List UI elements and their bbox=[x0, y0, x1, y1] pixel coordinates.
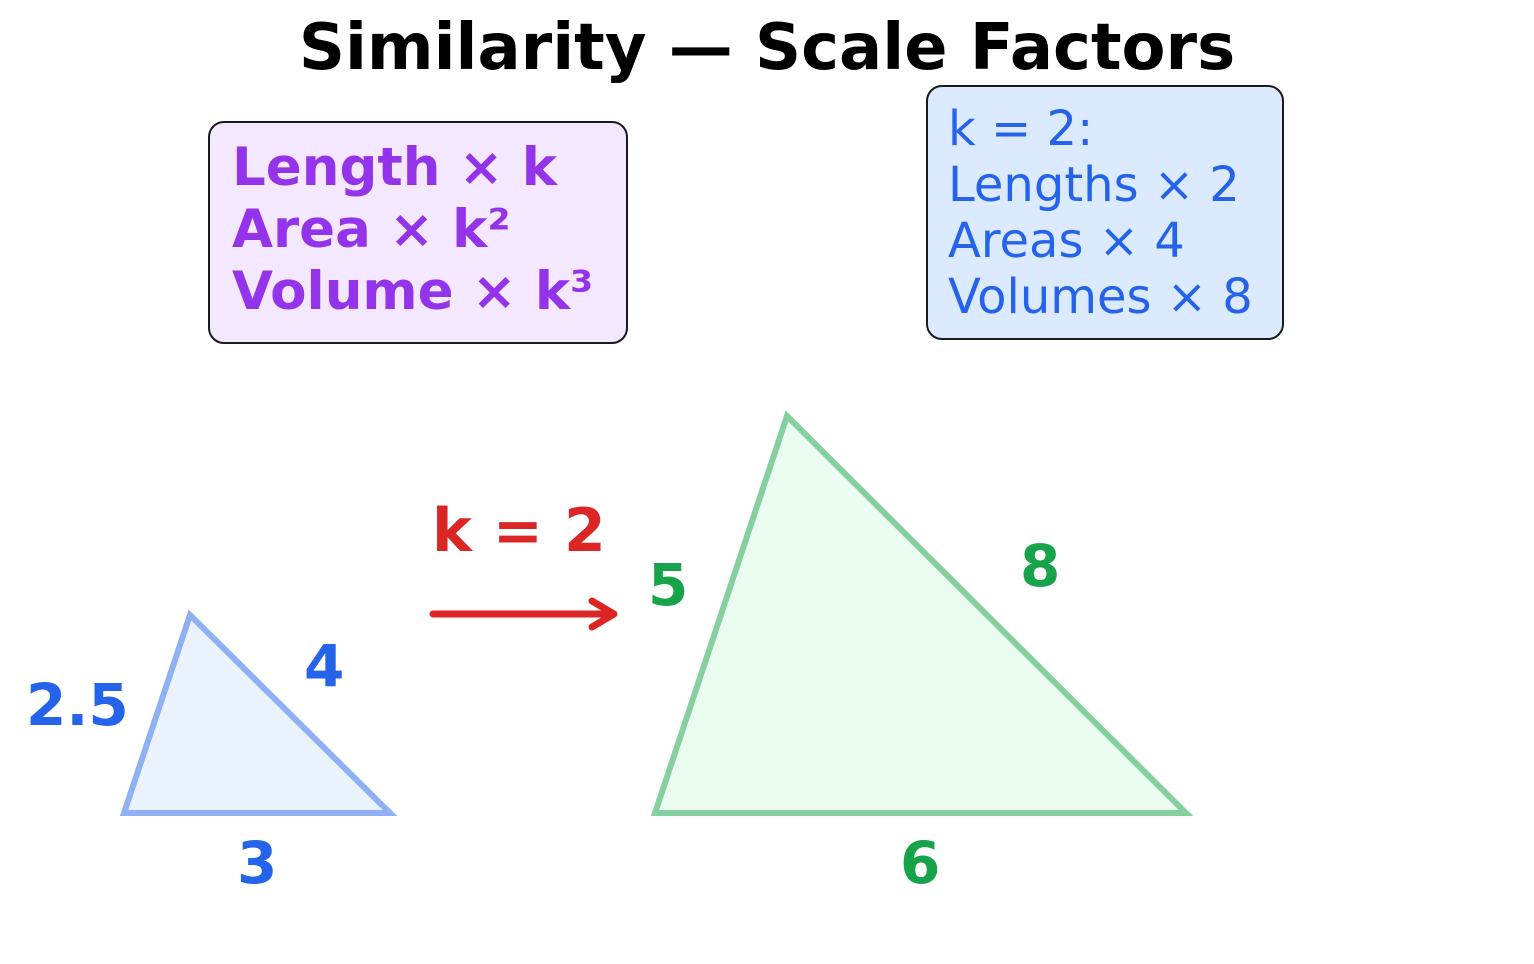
scale-factor-label: k = 2 bbox=[432, 496, 606, 566]
small-side-base-label: 3 bbox=[237, 829, 278, 897]
example-heading: k = 2: bbox=[948, 101, 1094, 157]
large-triangle bbox=[650, 410, 1194, 816]
example-box: k = 2: Lengths × 2 Areas × 4 Volumes × 8 bbox=[926, 85, 1284, 340]
rule-volume: Volume × k³ bbox=[232, 261, 594, 322]
large-side-left-label: 5 bbox=[648, 551, 689, 619]
large-side-base-label: 6 bbox=[900, 829, 941, 897]
small-triangle bbox=[119, 609, 398, 816]
rule-length: Length × k bbox=[232, 137, 558, 198]
scale-arrow-icon bbox=[429, 597, 618, 631]
small-side-left-label: 2.5 bbox=[26, 671, 129, 739]
example-lengths: Lengths × 2 bbox=[948, 157, 1240, 213]
scale-rules-box: Length × k Area × k² Volume × k³ bbox=[208, 121, 628, 344]
diagram-title: Similarity — Scale Factors bbox=[298, 11, 1236, 85]
large-side-right-label: 8 bbox=[1020, 532, 1061, 600]
example-volumes: Volumes × 8 bbox=[948, 269, 1253, 325]
example-areas: Areas × 4 bbox=[948, 213, 1185, 269]
rule-area: Area × k² bbox=[232, 199, 511, 260]
small-side-right-label: 4 bbox=[304, 632, 345, 700]
